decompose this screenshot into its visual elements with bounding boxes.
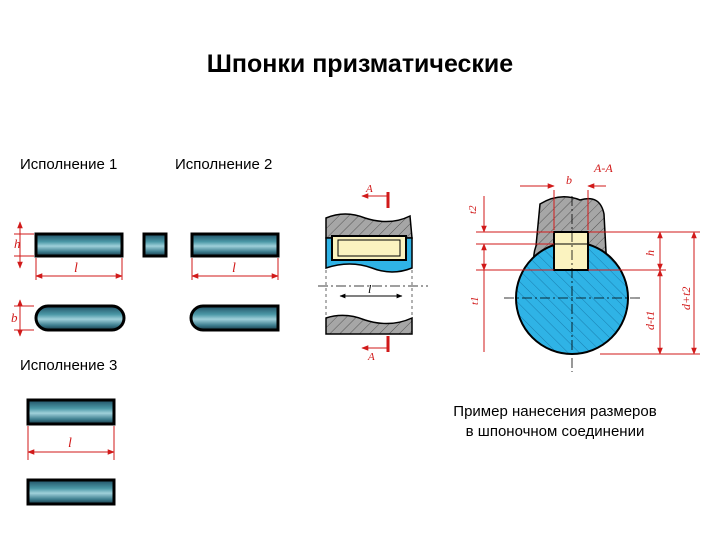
dim-label-t1: t1 (469, 296, 481, 305)
variant-3-label: Исполнение 3 (20, 357, 118, 374)
caption-line-2: в шпоночном соединении (465, 423, 645, 440)
shaft-section-lower (325, 314, 413, 335)
example-caption: Пример нанесения размеров в шпоночном со… (420, 402, 690, 442)
section-mark-top: A (365, 183, 373, 195)
dim-label-b-v1: b (11, 310, 18, 325)
variant-3-drawing: l (26, 398, 116, 506)
key-side-view-v1 (34, 232, 124, 258)
dim-label-h-aa: h (643, 250, 657, 256)
key-top-view-v1 (34, 304, 126, 332)
key-side-view-v3 (26, 398, 116, 426)
page-title: Шпонки призматические (206, 50, 514, 78)
dim-label-l-v2: l (232, 261, 236, 276)
caption-line-1: Пример нанесения размеров (453, 403, 657, 420)
dim-label-l-joint: l (368, 282, 372, 296)
cross-section-aa: b A-A t2 t1 h d-t1 d+t2 (467, 161, 700, 372)
key-end-view-v1 (142, 232, 168, 258)
key-side-view-v2 (190, 232, 280, 258)
hub-section (325, 213, 413, 239)
key-top-view-v3 (26, 478, 116, 506)
key-cross-section (553, 231, 589, 271)
key-top-view-v2 (189, 304, 280, 332)
dim-label-l-v3: l (68, 436, 72, 451)
variant-2-drawing: l (189, 232, 280, 332)
dim-label-b-aa: b (566, 173, 572, 187)
joint-longitudinal-section: l A A (318, 183, 428, 363)
dim-label-l-v1: l (74, 261, 78, 276)
variant-2-label: Исполнение 2 (175, 156, 273, 173)
dim-label-h-v1: h (14, 236, 21, 251)
dim-label-t2: t2 (467, 205, 479, 214)
dim-label-d-minus-t1: d-t1 (643, 311, 657, 330)
variant-1-label: Исполнение 1 (20, 156, 118, 173)
section-title-aa: A-A (593, 161, 613, 175)
variant-1-drawing: h l b (11, 221, 168, 337)
section-mark-bottom: A (367, 351, 375, 363)
dim-label-d-plus-t2: d+t2 (679, 287, 693, 310)
